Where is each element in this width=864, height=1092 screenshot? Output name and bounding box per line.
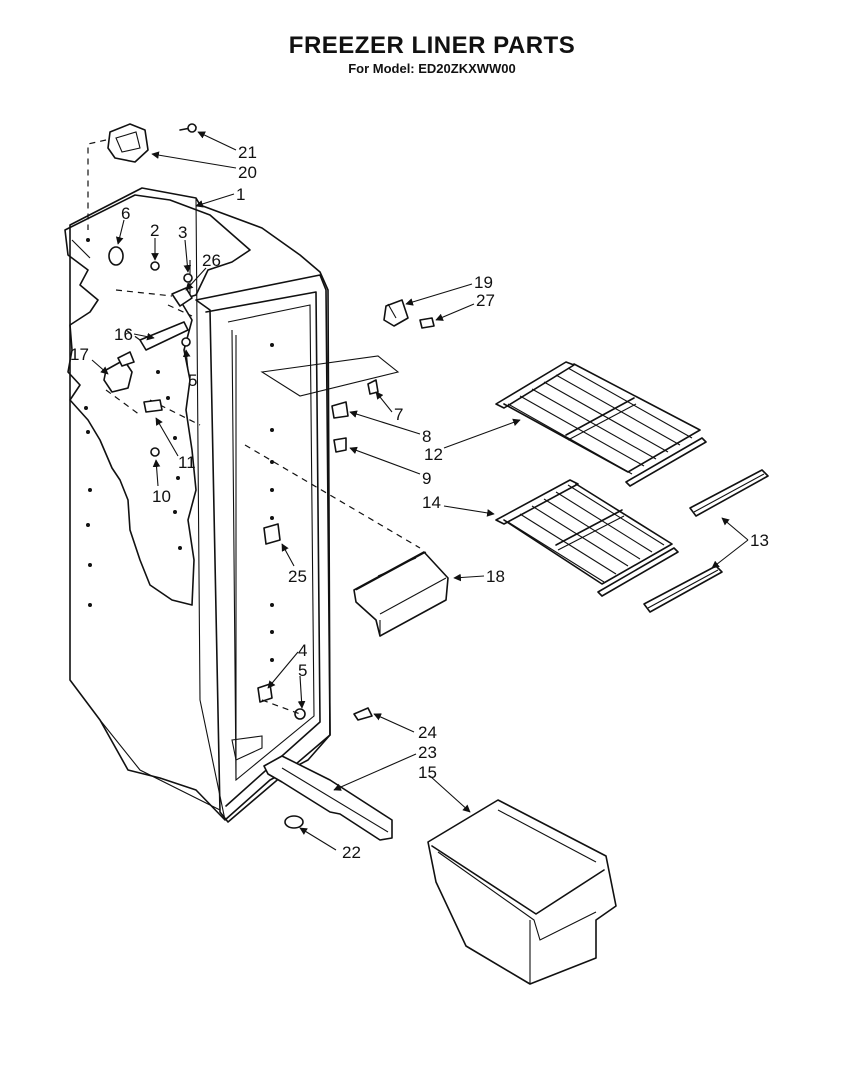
callout-20: 20 <box>238 163 257 182</box>
rail-part-23 <box>263 707 393 841</box>
callout-1: 1 <box>236 185 245 204</box>
shelf-supports <box>643 469 769 613</box>
callout-26: 26 <box>202 251 221 270</box>
callout-8: 8 <box>422 427 431 446</box>
model-subtitle: For Model: ED20ZKXWW00 <box>348 61 516 76</box>
callout-17: 17 <box>70 345 89 364</box>
callout-4: 4 <box>298 641 307 660</box>
callout-7: 7 <box>394 405 403 424</box>
callout-11: 11 <box>178 453 196 472</box>
freezer-pan-part <box>427 799 617 985</box>
callout-3: 3 <box>178 223 187 242</box>
wire-shelf-lower <box>495 479 679 597</box>
callout-16: 16 <box>114 325 133 344</box>
callout-15: 15 <box>418 763 437 782</box>
rear-plate <box>260 355 400 397</box>
leader-lines <box>91 131 749 851</box>
wire-shelf-upper <box>495 361 707 487</box>
callout-5-lower: 5 <box>298 661 307 680</box>
callout-10: 10 <box>152 487 171 506</box>
part-22-cap <box>284 815 304 829</box>
top-bracket-part <box>87 123 197 230</box>
callout-18: 18 <box>486 567 505 586</box>
part-19-switch <box>383 299 435 329</box>
callout-12: 12 <box>424 445 443 464</box>
callout-2: 2 <box>150 221 159 240</box>
callout-22: 22 <box>342 843 361 862</box>
callout-labels: 21 20 1 6 2 3 26 19 27 16 17 5 7 8 12 9 … <box>70 143 769 862</box>
page-title: FREEZER LINER PARTS <box>288 32 576 59</box>
callout-24: 24 <box>418 723 437 742</box>
liner-hardware <box>103 246 306 720</box>
alignment-guide <box>244 444 421 549</box>
cover-part-18 <box>353 551 449 637</box>
callout-5-upper: 5 <box>188 371 197 390</box>
shelf-clips <box>331 379 379 453</box>
callout-14: 14 <box>422 493 441 512</box>
callout-27: 27 <box>476 291 495 310</box>
callout-19: 19 <box>474 273 493 292</box>
callout-13: 13 <box>750 531 769 550</box>
callout-23: 23 <box>418 743 437 762</box>
callout-21: 21 <box>238 143 257 162</box>
callout-6: 6 <box>121 204 130 223</box>
freezer-liner-part <box>64 187 331 823</box>
callout-25: 25 <box>288 567 307 586</box>
callout-9: 9 <box>422 469 431 488</box>
title-block: FREEZER LINER PARTS For Model: ED20ZKXWW… <box>0 32 864 76</box>
